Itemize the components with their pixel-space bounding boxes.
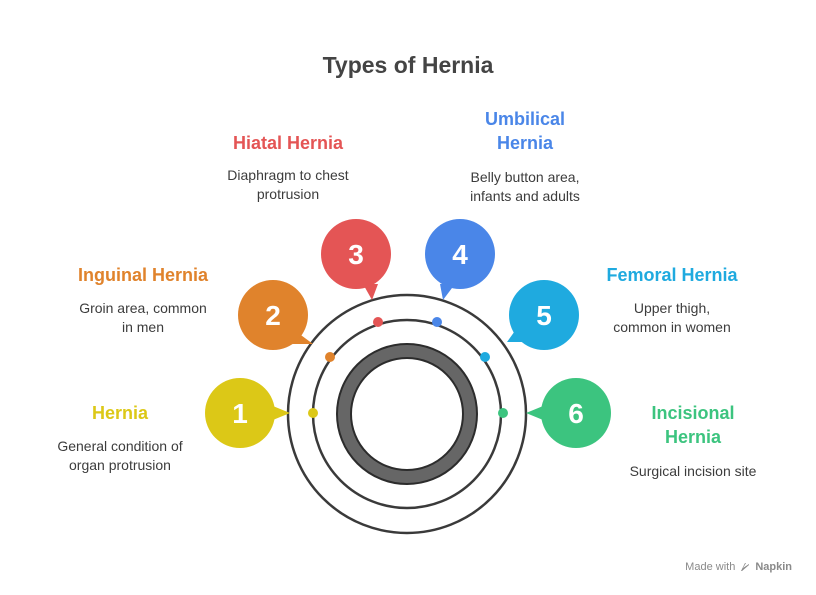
napkin-brand-label: Napkin (755, 561, 792, 573)
item-6-label: Incisional Hernia Surgical incision site (598, 401, 788, 481)
item-1-marker: 1 (205, 378, 318, 448)
core-ring-edge-outer (336, 343, 478, 485)
item-4-description: Belly button area, infants and adults (470, 169, 580, 204)
item-5-label: Femoral Hernia Upper thigh, common in wo… (577, 263, 767, 337)
item-1-description: General condition of organ protrusion (57, 438, 183, 473)
item-4-dot (432, 317, 442, 327)
item-3-bubble-tail (363, 284, 378, 300)
item-5-bubble (509, 280, 579, 350)
item-4-bubble-tail (440, 284, 455, 300)
item-4-number: 4 (452, 239, 468, 270)
item-2-description: Groin area, common in men (79, 300, 207, 335)
item-2-dot (325, 352, 335, 362)
item-3-label: Hiatal Hernia Diaphragm to chest protrus… (193, 131, 383, 204)
item-6-dot (498, 408, 508, 418)
core-ring-edge-inner (350, 357, 464, 471)
item-6-title: Incisional Hernia (651, 403, 735, 447)
item-2-number: 2 (265, 300, 281, 331)
item-2-marker: 2 (238, 280, 335, 362)
item-4-title: Umbilical Hernia (484, 109, 566, 153)
item-1-label: Hernia General condition of organ protru… (25, 401, 215, 475)
item-3-description: Diaphragm to chest protrusion (227, 167, 349, 202)
diagram-title: Types of Hernia (322, 52, 494, 78)
item-4-bubble (425, 219, 495, 289)
item-6-number: 6 (568, 398, 584, 429)
item-1-number: 1 (232, 398, 248, 429)
item-3-title: Hiatal Hernia (232, 133, 344, 153)
item-6-marker: 6 (498, 378, 611, 448)
item-3-number: 3 (348, 239, 364, 270)
item-4-marker: 4 (425, 219, 495, 327)
item-6-description: Surgical incision site (629, 463, 757, 479)
napkin-footer: Made with Napkin (685, 561, 792, 573)
item-2-title: Inguinal Hernia (77, 265, 209, 285)
item-6-bubble (541, 378, 611, 448)
item-5-marker: 5 (480, 280, 579, 362)
item-5-title: Femoral Hernia (606, 265, 738, 285)
napkin-logo-icon (741, 563, 750, 571)
item-5-description: Upper thigh, common in women (613, 300, 731, 335)
item-2-bubble (238, 280, 308, 350)
item-5-number: 5 (536, 300, 552, 331)
item-1-title: Hernia (91, 403, 149, 423)
item-3-dot (373, 317, 383, 327)
outer-ring (286, 293, 528, 535)
item-2-label: Inguinal Hernia Groin area, common in me… (48, 263, 238, 337)
item-3-bubble (321, 219, 391, 289)
item-1-bubble (205, 378, 275, 448)
core-ring (337, 344, 477, 484)
made-with-label: Made with (685, 561, 736, 573)
item-5-dot (480, 352, 490, 362)
item-1-dot (308, 408, 318, 418)
item-4-label: Umbilical Hernia Belly button area, infa… (430, 107, 620, 206)
item-3-marker: 3 (321, 219, 391, 327)
